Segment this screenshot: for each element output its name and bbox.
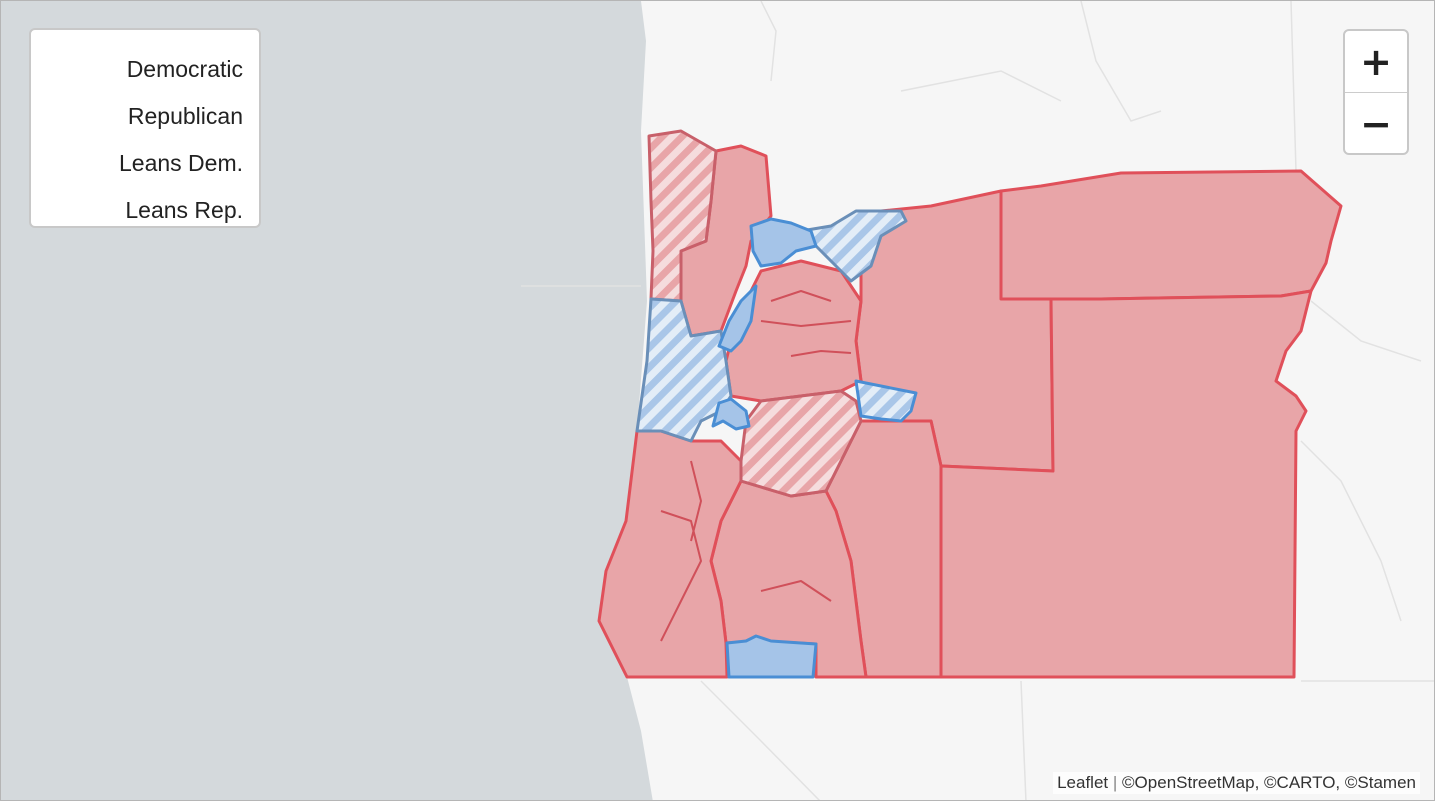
- legend-item-democratic: Democratic: [31, 46, 243, 93]
- district-portland[interactable]: [749, 217, 818, 268]
- legend-label: Democratic: [126, 56, 243, 82]
- zoom-in-button[interactable]: +: [1360, 39, 1392, 84]
- district-columbia-gorge[interactable]: [799, 209, 908, 283]
- legend-label: Republican: [127, 103, 243, 129]
- district-northeast[interactable]: [999, 169, 1343, 301]
- district-eugene[interactable]: [711, 397, 751, 431]
- district-north-coast[interactable]: [647, 129, 718, 303]
- attribution: Leaflet | ©OpenStreetMap, ©CARTO, ©Stame…: [1053, 772, 1420, 794]
- district-bend[interactable]: [854, 379, 918, 423]
- legend-item-leans-rep: Leans Rep.: [31, 187, 243, 234]
- district-salem[interactable]: [717, 284, 758, 353]
- legend-panel: Democratic Republican Leans Dem. Leans R…: [29, 28, 261, 228]
- leaflet-link[interactable]: Leaflet: [1057, 773, 1109, 792]
- district-south-coast[interactable]: [597, 429, 743, 679]
- district-ashland[interactable]: [725, 634, 818, 679]
- tile-credits[interactable]: ©OpenStreetMap, ©CARTO, ©Stamen: [1122, 773, 1416, 792]
- legend-item-republican: Republican: [31, 93, 243, 140]
- district-mid-willamette[interactable]: [739, 389, 863, 498]
- zoom-out-button[interactable]: −: [1345, 92, 1407, 153]
- legend-label: Leans Dem.: [118, 150, 243, 176]
- district-internal-borders: [660, 290, 852, 642]
- legend-label: Leans Rep.: [125, 197, 243, 223]
- zoom-control: + −: [1343, 29, 1409, 155]
- tile-roads: [521, 1, 1434, 800]
- legend-item-leans-dem: Leans Dem.: [31, 140, 243, 187]
- attribution-separator: |: [1112, 773, 1118, 792]
- district-layer[interactable]: [597, 129, 1343, 679]
